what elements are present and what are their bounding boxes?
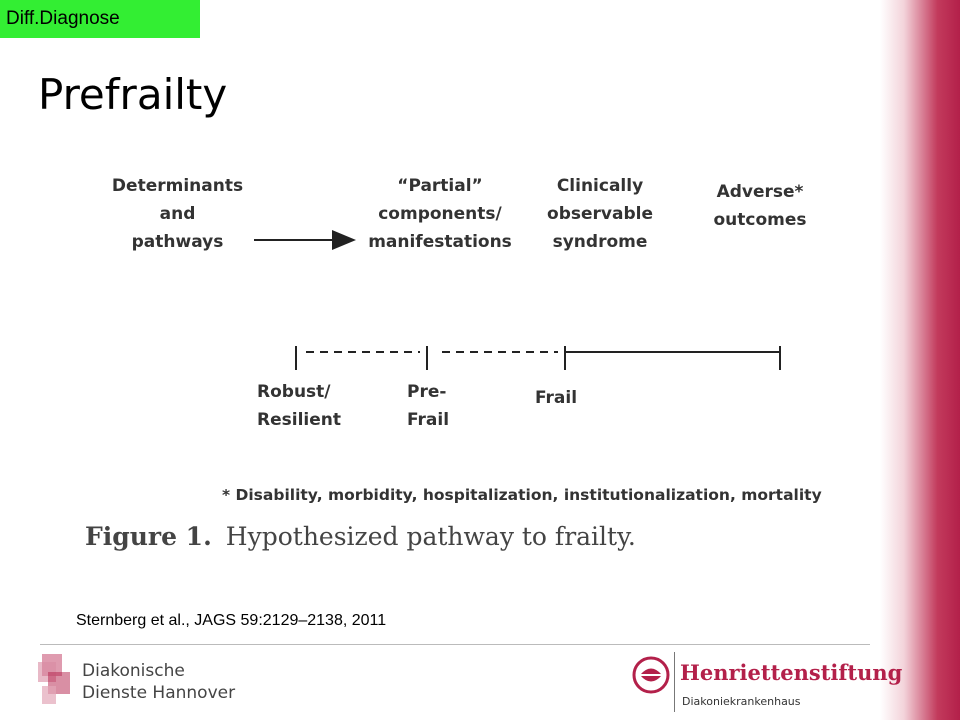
decorative-side-band (880, 0, 960, 720)
figure-caption: Figure 1. Hypothesized pathway to frailty… (85, 522, 636, 551)
diakonische-logo-text: Diakonische Dienste Hannover (82, 661, 236, 703)
citation: Sternberg et al., JAGS 59:2129–2138, 201… (76, 612, 387, 629)
slide-title: Prefrailty (38, 70, 228, 119)
stage-adverse-outcomes: Adverse* outcomes (713, 182, 807, 230)
diagram-footnote: * Disability, morbidity, hospitalization… (222, 486, 822, 504)
stage-clinical-syndrome: Clinically observable syndrome (547, 176, 653, 252)
henriettenstiftung-logo-icon (632, 656, 670, 694)
henriettenstiftung-subtitle: Diakoniekrankenhaus (682, 695, 801, 708)
figure-number: Figure 1. (85, 522, 212, 551)
scale-label-robust: Robust/ Resilient (257, 382, 341, 430)
section-tag: Diff.Diagnose (0, 0, 200, 38)
stage-determinants: Determinants and pathways (111, 176, 244, 252)
henriettenstiftung-name: Henriettenstiftung (680, 660, 903, 685)
footer-divider (40, 644, 870, 645)
scale-label-prefrail: Pre- Frail (407, 382, 450, 430)
figure-caption-text: Hypothesized pathway to frailty. (225, 522, 636, 551)
logo-separator (674, 652, 675, 712)
scale-label-frail: Frail (535, 388, 578, 408)
diakonische-logo-icon (38, 654, 70, 704)
stage-partial-components: “Partial” components/ manifestations (368, 176, 512, 252)
